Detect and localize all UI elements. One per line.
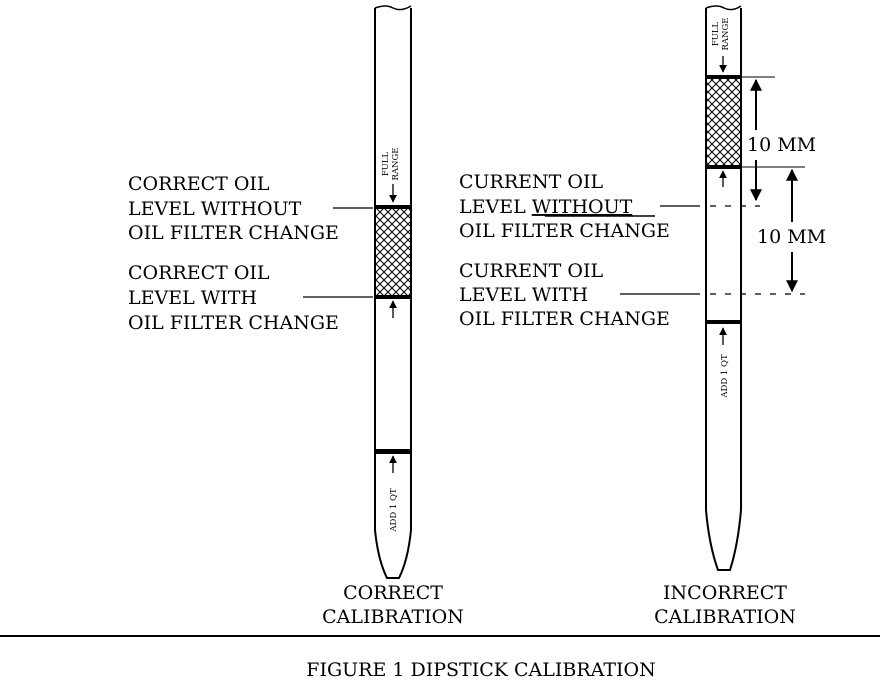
right-without-line1: CURRENT OIL (459, 171, 603, 193)
right-dim-lower-label: 10 MM (757, 226, 826, 248)
right-label-without: CURRENT OIL LEVEL WITHOUT OIL FILTER CHA… (459, 171, 670, 242)
left-dipstick: FULL RANGE ADD 1 QT CORRECT OIL LEVEL WI… (128, 5, 464, 628)
right-with-line2: LEVEL WITH (459, 284, 588, 306)
right-without-line2: LEVEL WITHOUT (459, 196, 633, 218)
left-with-line1: CORRECT OIL (128, 262, 270, 284)
right-full-range-mark: FULL RANGE (711, 18, 731, 73)
left-with-line (375, 295, 411, 299)
left-caption-line2: CALIBRATION (322, 606, 464, 628)
right-dipstick-outline (705, 8, 742, 571)
left-full-line (375, 205, 411, 209)
left-add-line (375, 449, 411, 454)
right-with-line1: CURRENT OIL (459, 260, 603, 282)
left-dipstick-top-break (374, 5, 412, 11)
right-without-level-word: LEVEL (459, 196, 532, 218)
right-add-line (706, 320, 741, 324)
left-dipstick-outline (374, 8, 412, 579)
right-caption-line1: INCORRECT (663, 582, 787, 604)
right-label-with: CURRENT OIL LEVEL WITH OIL FILTER CHANGE (459, 260, 670, 330)
left-add-qt-text: ADD 1 QT (389, 488, 399, 533)
right-band-bottom-line (706, 165, 741, 169)
right-dim-upper-label: 10 MM (747, 134, 816, 156)
right-full-line (706, 75, 741, 79)
left-label-without: CORRECT OIL LEVEL WITHOUT OIL FILTER CHA… (128, 173, 339, 244)
right-range-text: RANGE (721, 18, 731, 51)
left-range-text: RANGE (391, 148, 401, 181)
right-without-line3: OIL FILTER CHANGE (459, 220, 670, 242)
right-full-text: FULL (711, 21, 721, 46)
right-hatched-band (707, 77, 740, 166)
left-with-line3: OIL FILTER CHANGE (128, 312, 339, 334)
left-with-line2: LEVEL WITH (128, 287, 257, 309)
left-full-text: FULL (381, 151, 391, 176)
right-with-line3: OIL FILTER CHANGE (459, 308, 670, 330)
left-label-with: CORRECT OIL LEVEL WITH OIL FILTER CHANGE (128, 262, 339, 334)
left-full-range-mark: FULL RANGE (381, 148, 401, 203)
right-without-underlined-word: WITHOUT (532, 196, 633, 218)
right-caption-line2: CALIBRATION (654, 606, 796, 628)
right-dipstick: FULL RANGE ADD 1 QT 10 MM 10 MM CURRENT … (459, 5, 826, 628)
right-dipstick-top-break (705, 5, 742, 11)
figure-caption: FIGURE 1 DIPSTICK CALIBRATION (306, 659, 655, 681)
left-without-line1: CORRECT OIL (128, 173, 270, 195)
left-without-line3: OIL FILTER CHANGE (128, 222, 339, 244)
right-add-qt-text: ADD 1 QT (720, 354, 730, 399)
left-caption-line1: CORRECT (343, 582, 443, 604)
left-hatched-band (376, 207, 410, 297)
left-without-line2: LEVEL WITHOUT (128, 198, 302, 220)
